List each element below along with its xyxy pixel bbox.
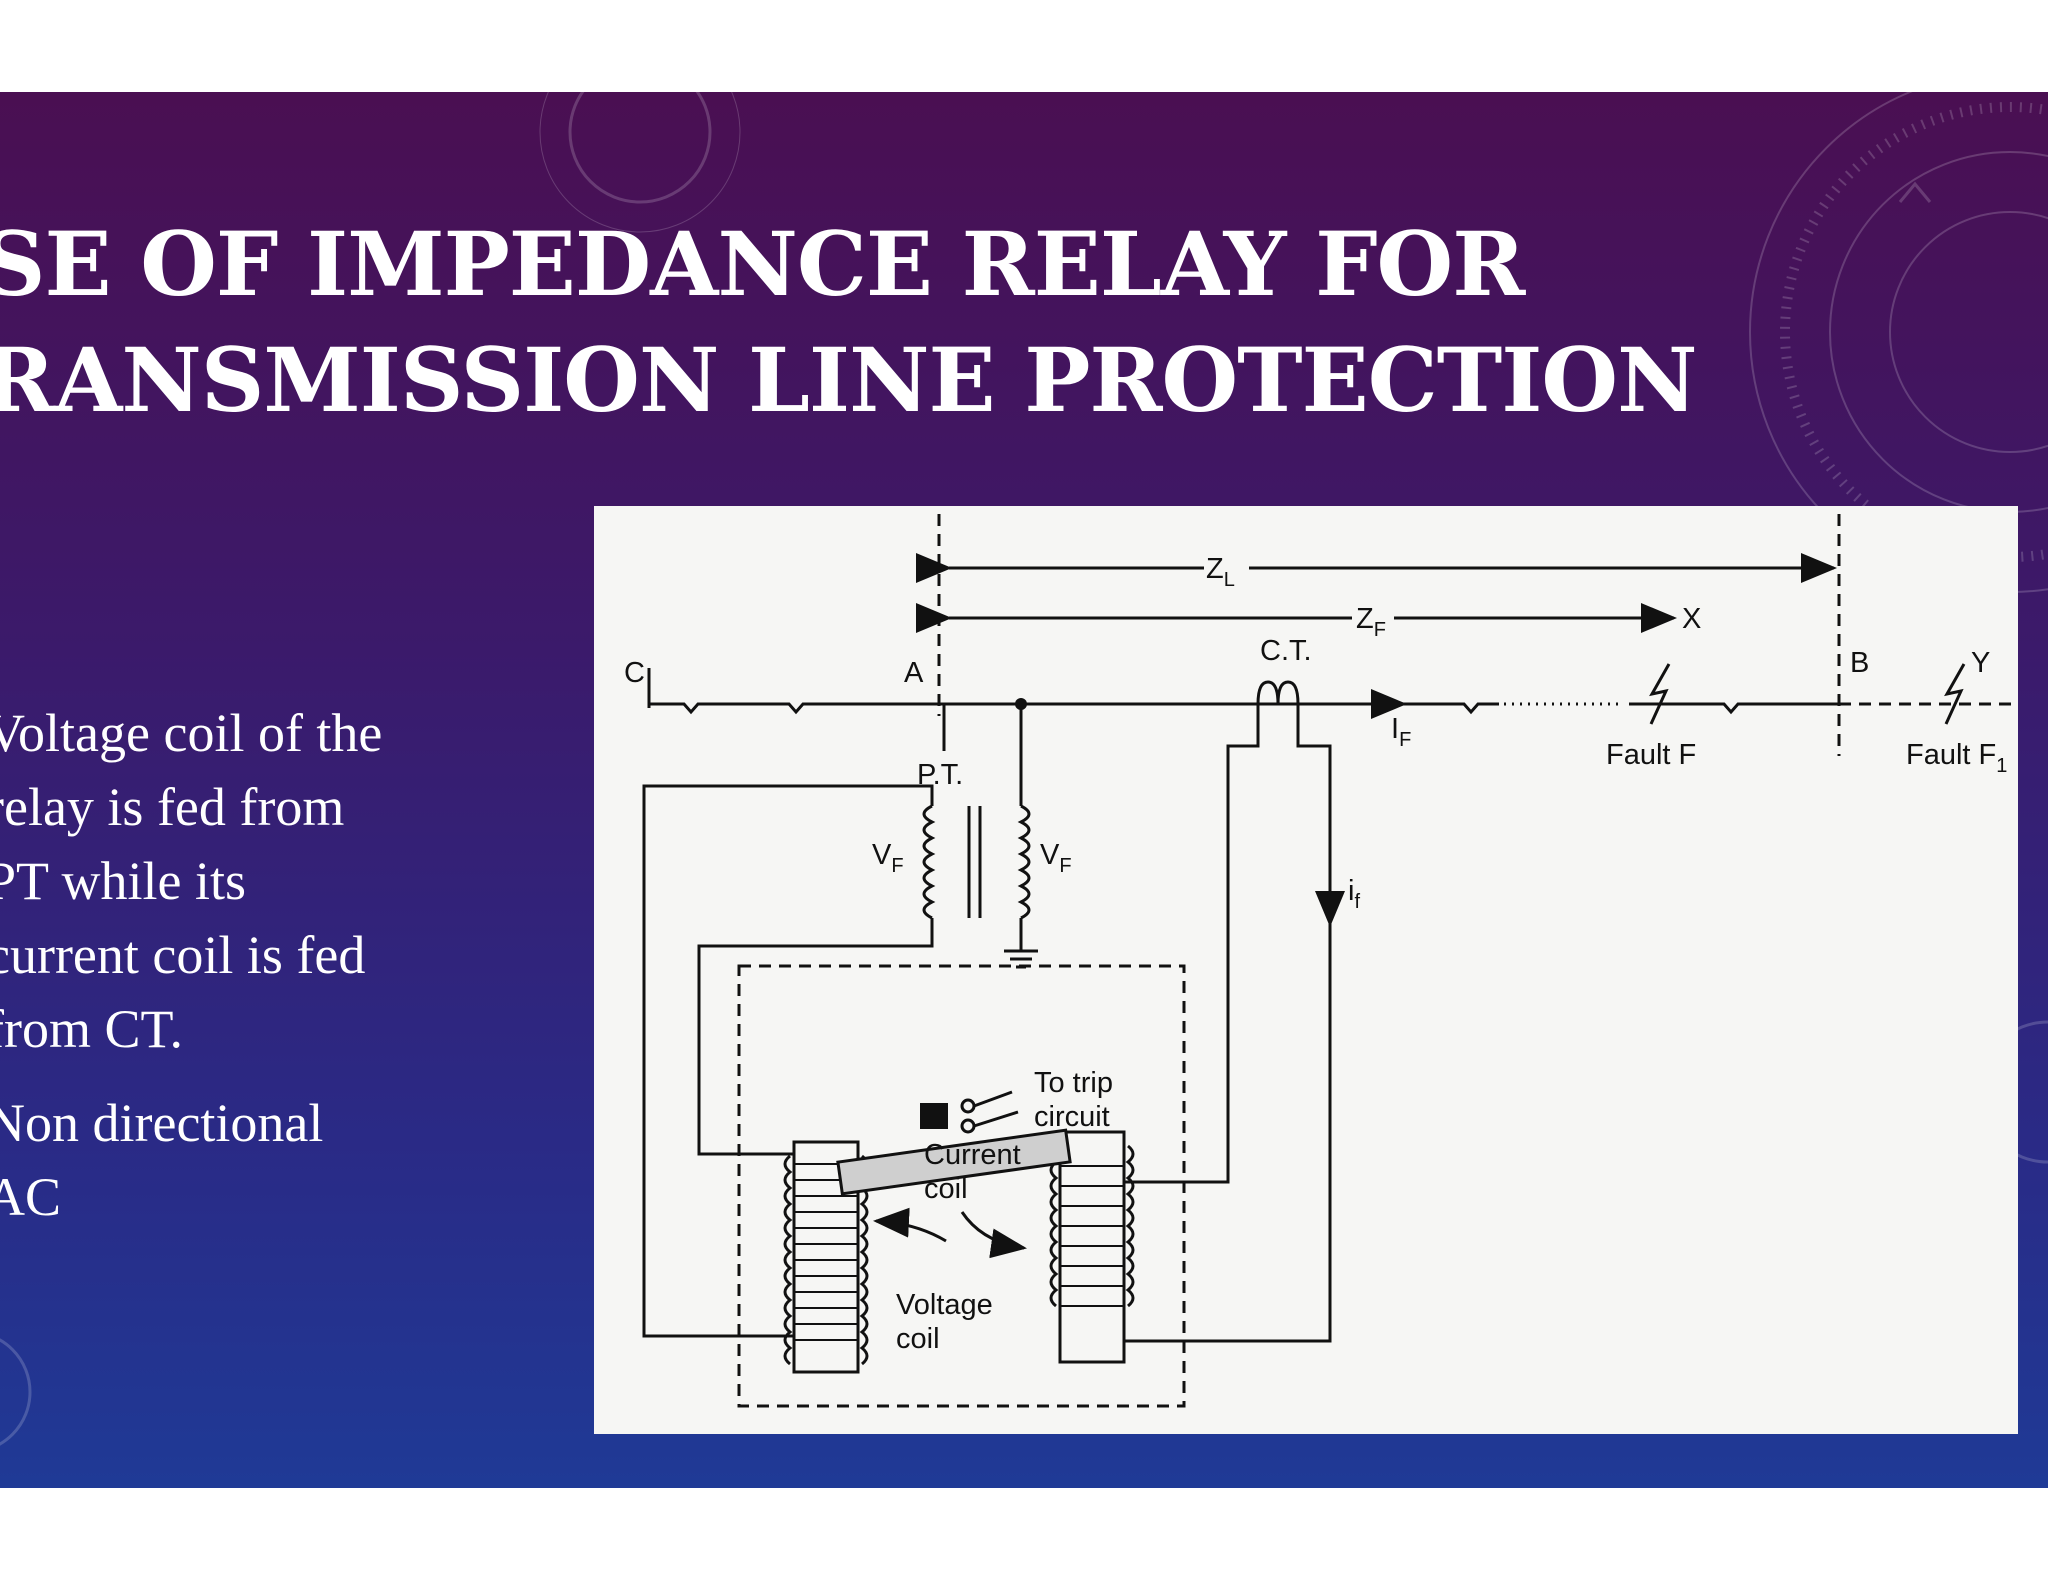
ct-wire-to-current-coil xyxy=(1174,704,1260,1184)
label-voltage-coil-1: Voltage xyxy=(896,1289,993,1321)
circuit-diagram: C A B ZL ZF X Y C.T. P.T. IF if VF VF Fa… xyxy=(624,514,2018,1408)
label-fault-f1-main: Fault F xyxy=(1906,739,1996,771)
bullet-item: Non directional AC xyxy=(0,1093,324,1227)
impedance-relay-circuit-figure: C A B ZL ZF X Y C.T. P.T. IF if VF VF Fa… xyxy=(594,506,2018,1434)
pt-secondary-wire-outer xyxy=(642,784,934,1338)
pt-primary-winding xyxy=(1017,804,1031,920)
current-coil-winding-left xyxy=(1049,1144,1059,1308)
label-zf-sub: F xyxy=(1374,619,1386,641)
label-x: X xyxy=(1682,603,1701,635)
ct-coil xyxy=(1256,680,1300,705)
label-if-secondary-main: i xyxy=(1348,875,1354,907)
label-fault-f: Fault F xyxy=(1606,739,1696,771)
label-to-trip-2: circuit xyxy=(1034,1101,1110,1133)
label-current-coil-1: Current xyxy=(924,1139,1021,1171)
label-if-primary: IF xyxy=(1391,713,1411,751)
label-current-coil-2: coil xyxy=(924,1173,968,1205)
current-coil-winding-right xyxy=(1125,1144,1135,1308)
slide-title-line-1: SE OF IMPEDANCE RELAY FOR xyxy=(0,212,1525,316)
relay-armature xyxy=(836,1128,1072,1196)
label-fault-f1: Fault F1 xyxy=(1906,739,2007,777)
bullet-list: Voltage coil of the relay is fed from PT… xyxy=(0,696,456,1254)
label-zf-main: Z xyxy=(1356,603,1374,635)
label-zf: ZF xyxy=(1356,603,1386,641)
trip-contact-1 xyxy=(960,1098,976,1114)
armature-contact-block xyxy=(920,1103,948,1129)
label-zl-sub: L xyxy=(1224,569,1235,591)
label-if-primary-sub: F xyxy=(1399,729,1411,751)
bullet-item: Voltage coil of the relay is fed from PT… xyxy=(0,703,383,1059)
label-to-trip-1: To trip xyxy=(1034,1067,1113,1099)
label-voltage-coil-2: coil xyxy=(896,1323,940,1355)
fault-f-bolt xyxy=(1649,663,1671,725)
voltage-coil-winding-left xyxy=(783,1154,793,1366)
trip-contact-2 xyxy=(960,1118,976,1134)
label-zl-main: Z xyxy=(1206,553,1224,585)
label-a: A xyxy=(904,657,924,689)
voltage-coil-core xyxy=(792,1140,860,1374)
label-vf-right-main: V xyxy=(1040,839,1060,871)
voltage-coil-pointer xyxy=(873,1207,947,1243)
label-if-secondary-sub: f xyxy=(1354,891,1360,913)
line-to-b xyxy=(1629,702,1839,715)
pt-secondary-wire-inner xyxy=(697,918,934,1156)
label-pt: P.T. xyxy=(917,759,963,791)
relay-enclosure xyxy=(737,964,1186,1408)
fault-f1-bolt xyxy=(1944,663,1966,725)
slide: SE OF IMPEDANCE RELAY FOR RANSMISSION LI… xyxy=(0,92,2048,1488)
label-vf-right: VF xyxy=(1040,839,1072,877)
label-vf-left-main: V xyxy=(872,839,892,871)
label-vf-right-sub: F xyxy=(1059,855,1071,877)
ct-wire-return xyxy=(1174,704,1332,1343)
label-if-secondary: if xyxy=(1348,875,1360,913)
pt-junction-dot xyxy=(1015,698,1027,710)
label-c: C xyxy=(624,657,645,689)
transmission-line xyxy=(649,702,1499,715)
slide-title-line-2: RANSMISSION LINE PROTECTION xyxy=(0,328,1698,432)
label-if-primary-main: I xyxy=(1391,713,1399,745)
label-fault-f1-sub: 1 xyxy=(1996,755,2007,777)
label-ct: C.T. xyxy=(1260,635,1312,667)
label-zl: ZL xyxy=(1206,553,1235,591)
current-coil-pointer xyxy=(960,1211,1027,1259)
pt-secondary-winding xyxy=(922,804,936,920)
label-vf-left: VF xyxy=(872,839,904,877)
label-y: Y xyxy=(1971,647,1990,679)
label-vf-left-sub: F xyxy=(891,855,903,877)
label-b: B xyxy=(1850,647,1869,679)
